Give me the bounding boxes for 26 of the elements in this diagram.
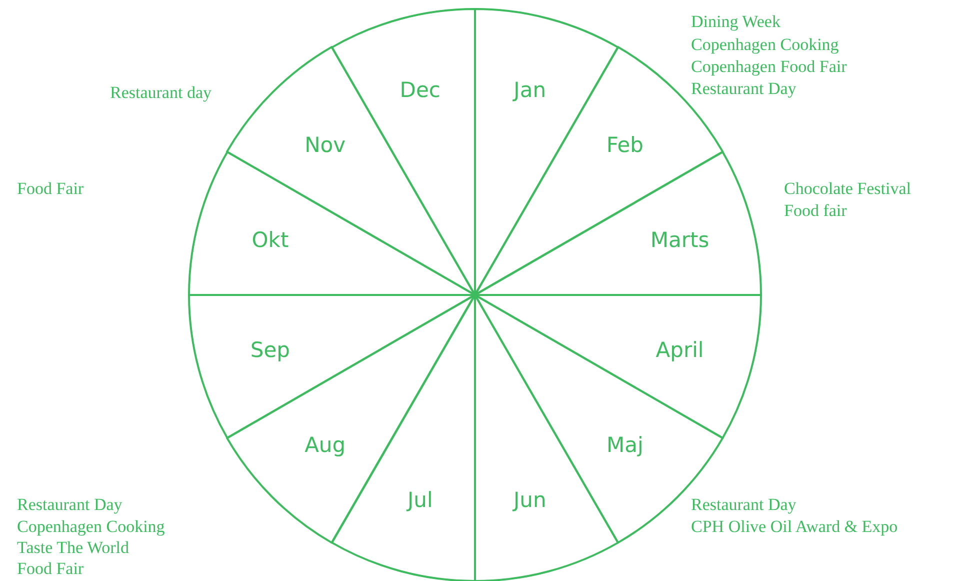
event-label: Restaurant Day xyxy=(691,495,796,515)
event-label: Food fair xyxy=(784,201,847,221)
month-label: Dec xyxy=(400,78,440,102)
month-label: Maj xyxy=(606,432,644,457)
month-label: Aug xyxy=(304,432,346,457)
month-label: Marts xyxy=(650,228,710,252)
event-label: Copenhagen Cooking xyxy=(691,35,839,55)
event-label: CPH Olive Oil Award & Expo xyxy=(691,517,898,537)
event-label: Food Fair xyxy=(17,179,84,199)
event-label: Dining Week xyxy=(691,12,780,32)
month-label: Nov xyxy=(304,133,346,158)
month-label: Feb xyxy=(606,133,644,158)
event-label: Taste The World xyxy=(17,538,130,558)
event-label: Copenhagen Cooking xyxy=(17,517,165,537)
month-label: Okt xyxy=(252,228,289,252)
event-label: Restaurant day xyxy=(110,83,212,103)
event-label: Chocolate Festival xyxy=(784,179,912,199)
month-label: Jul xyxy=(407,488,433,512)
event-label: Copenhagen Food Fair xyxy=(691,57,847,77)
event-label: Restaurant Day xyxy=(691,79,796,99)
month-label: Jan xyxy=(514,78,546,102)
event-label: Restaurant Day xyxy=(17,495,122,515)
event-label: Food Fair xyxy=(17,559,84,579)
month-label: Sep xyxy=(250,338,290,362)
month-label: Jun xyxy=(513,488,546,512)
month-label: April xyxy=(656,338,704,362)
